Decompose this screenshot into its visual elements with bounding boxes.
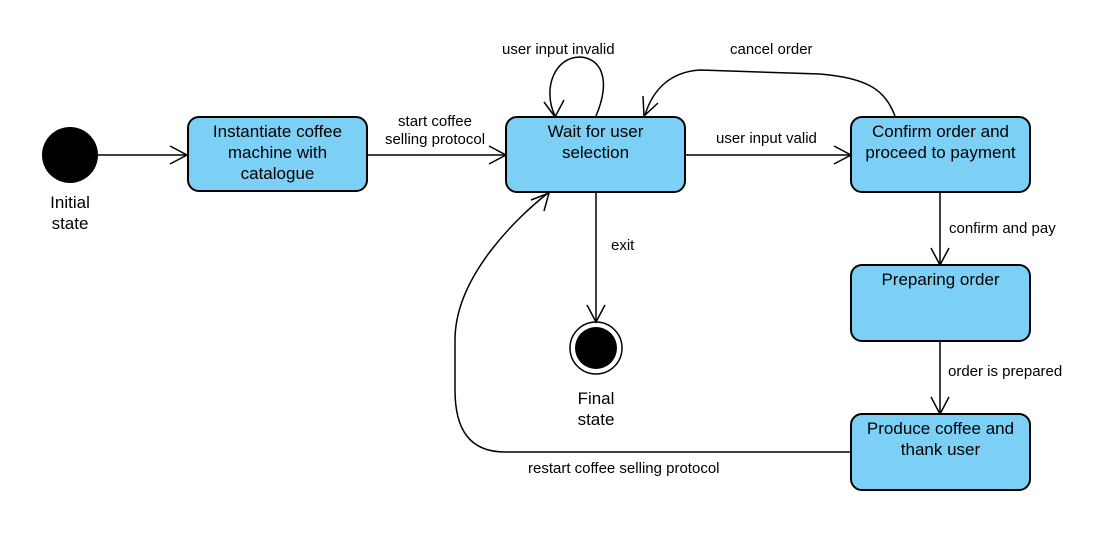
state-instantiate-line1: Instantiate coffee: [212, 122, 343, 141]
state-instantiate-line3: catalogue: [240, 164, 315, 183]
state-confirm-line2: proceed to payment: [865, 143, 1016, 162]
final-state-label-line2: state: [577, 410, 615, 429]
initial-state-label-line2: state: [51, 214, 89, 233]
label-start-protocol: start coffee selling protocol: [375, 113, 495, 149]
state-wait-line1: Wait for user: [547, 122, 644, 141]
label-user-input-valid: user input valid: [716, 130, 817, 147]
label-cancel-order: cancel order: [730, 41, 813, 58]
label-start-line1: start coffee: [398, 113, 472, 130]
arrowhead-final: [586, 304, 606, 324]
state-wait-for-user-selection: Wait for user selection: [505, 116, 686, 193]
state-preparing-line1: Preparing order: [881, 270, 1000, 289]
state-wait-line2: selection: [561, 143, 630, 162]
state-confirm-line1: Confirm order and: [871, 122, 1009, 141]
initial-state-label-line1: Initial: [50, 193, 90, 212]
label-order-is-prepared: order is prepared: [948, 363, 1063, 380]
state-produce-line1: Produce coffee and: [866, 419, 1015, 438]
state-instantiate-coffee-machine: Instantiate coffee machine with catalogu…: [187, 116, 368, 192]
label-confirm-and-pay: confirm and pay: [949, 220, 1056, 237]
state-produce-line2: thank user: [900, 440, 981, 459]
transition-input-invalid-loop: [549, 56, 605, 117]
initial-state-label: Initial state: [30, 192, 110, 234]
final-state-inner-dot: [575, 327, 617, 369]
transition-cancel-order: [644, 69, 896, 117]
state-confirm-order: Confirm order and proceed to payment: [850, 116, 1031, 193]
arrowhead-wait-from-restart: [530, 191, 551, 212]
transition-restart: [454, 192, 850, 453]
state-produce-coffee: Produce coffee and thank user: [850, 413, 1031, 491]
label-start-line2: selling protocol: [384, 131, 486, 148]
label-user-input-invalid: user input invalid: [502, 41, 615, 58]
final-state-label-line1: Final: [577, 389, 615, 408]
state-instantiate-line2: machine with: [227, 143, 328, 162]
label-restart-protocol: restart coffee selling protocol: [528, 460, 720, 477]
final-state-label: Final state: [556, 388, 636, 430]
initial-state-node: [42, 127, 98, 183]
label-exit: exit: [611, 237, 635, 254]
arrowhead-invalid-loop: [543, 99, 565, 119]
state-preparing-order: Preparing order: [850, 264, 1031, 342]
